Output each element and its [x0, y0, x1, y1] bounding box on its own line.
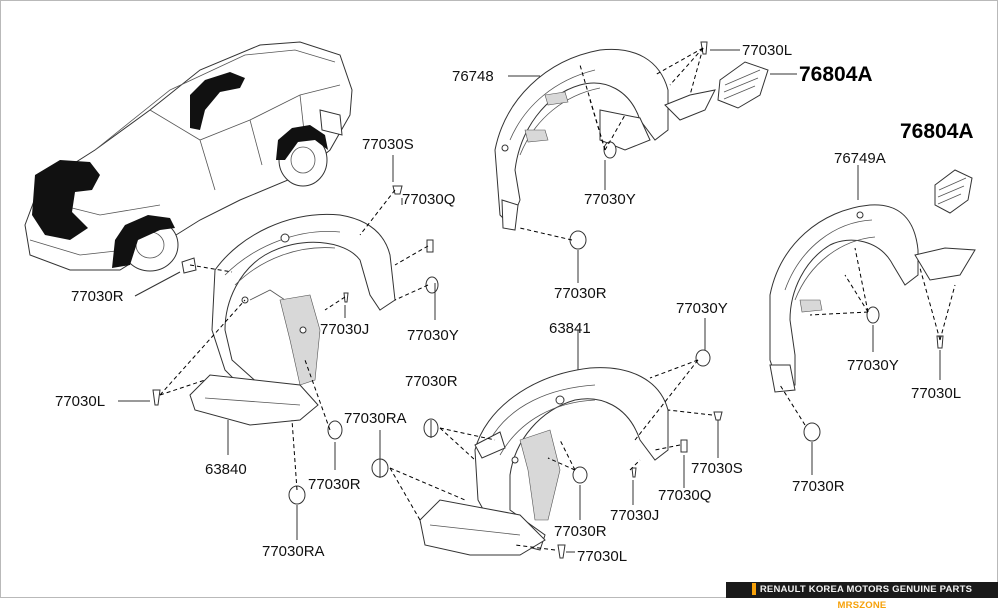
footer-banner: RENAULT KOREA MOTORS GENUINE PARTS MRSZO…: [726, 582, 998, 611]
label-77030J-mid: 77030J: [610, 507, 659, 524]
label-77030L-bottommid: 77030L: [577, 548, 627, 565]
label-77030Y-right: 77030Y: [847, 357, 899, 374]
part-76748-rear-liner: [494, 48, 716, 231]
part-76804A-grille-right: [934, 169, 973, 214]
label-76804A-right: 76804A: [900, 120, 974, 143]
label-77030Q-left: 77030Q: [402, 191, 455, 208]
part-63841-front-liner: [419, 367, 669, 556]
footer-text: RENAULT KOREA MOTORS GENUINE PARTS: [759, 584, 973, 595]
label-77030R-bottommid: 77030R: [554, 523, 607, 540]
parts-diagram: 76748 77030L 76804A 76804A 76749A 77030S…: [24, 41, 976, 565]
footer-brand: MRSZONE: [837, 600, 887, 611]
label-77030J-left: 77030J: [320, 321, 369, 338]
label-77030R-topmid: 77030R: [554, 285, 607, 302]
label-77030L-left: 77030L: [55, 393, 105, 410]
label-77030L-top: 77030L: [742, 42, 792, 59]
label-63841: 63841: [549, 320, 591, 337]
label-77030Y-mid: 77030Y: [676, 300, 728, 317]
label-77030S-left: 77030S: [362, 136, 414, 153]
car-illustration: [24, 41, 353, 272]
label-77030Y-left: 77030Y: [407, 327, 459, 344]
part-labels: 76748 77030L 76804A 76804A 76749A 77030S…: [55, 42, 974, 565]
label-77030S-mid: 77030S: [691, 460, 743, 477]
part-76804A-grille-top: [717, 61, 769, 109]
leader-lines: [118, 49, 941, 553]
label-76749A: 76749A: [834, 150, 886, 167]
part-76749A-rear-liner: [769, 204, 976, 393]
label-77030RA-bottom: 77030RA: [262, 543, 325, 560]
label-77030Y-top: 77030Y: [584, 191, 636, 208]
footer-accent-bar: [751, 583, 756, 596]
label-77030R-mid: 77030R: [405, 373, 458, 390]
label-77030L-right: 77030L: [911, 385, 961, 402]
label-76804A-top: 76804A: [799, 63, 873, 86]
part-63840-front-liner: [189, 213, 396, 426]
label-77030Q-mid: 77030Q: [658, 487, 711, 504]
label-77030RA-mid: 77030RA: [344, 410, 407, 427]
label-76748: 76748: [452, 68, 494, 85]
label-77030R-right: 77030R: [792, 478, 845, 495]
label-63840: 63840: [205, 461, 247, 478]
label-77030R-left: 77030R: [71, 288, 124, 305]
label-77030R-lower: 77030R: [308, 476, 361, 493]
diagram-frame: [0, 0, 998, 598]
assembly-lines: [159, 47, 956, 551]
